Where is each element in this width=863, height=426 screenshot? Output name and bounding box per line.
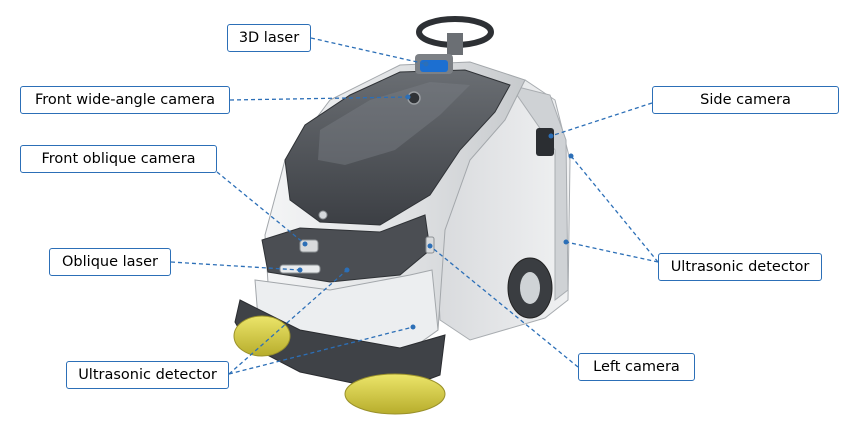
label-left-camera: Left camera xyxy=(578,353,695,381)
leader-3d-laser xyxy=(310,37,427,65)
leader-front-wide-angle-camera xyxy=(229,96,409,101)
label-oblique-laser: Oblique laser xyxy=(49,248,171,276)
front-small-sensor xyxy=(318,210,328,220)
leader-front-oblique-camera xyxy=(216,171,306,245)
leader-ultrasonic-side-1 xyxy=(570,155,659,263)
robot-top-highlight xyxy=(318,82,470,165)
leader-oblique-laser xyxy=(170,261,301,271)
rear-wheel-hub xyxy=(520,272,540,304)
leader-ultrasonic-front-2 xyxy=(228,326,414,375)
leader-side-camera xyxy=(550,102,653,137)
label-ultrasonic-detector-side: Ultrasonic detector xyxy=(658,253,822,281)
steering-column xyxy=(447,33,463,55)
leader-left-camera xyxy=(429,245,579,368)
3d-laser-lens xyxy=(420,60,448,72)
label-front-wide-angle-camera: Front wide-angle camera xyxy=(20,86,230,114)
left-brush xyxy=(233,315,291,357)
robot-top-shell xyxy=(284,69,511,226)
label-front-oblique-camera: Front oblique camera xyxy=(20,145,217,173)
label-side-camera: Side camera xyxy=(652,86,839,114)
label-ultrasonic-detector-front: Ultrasonic detector xyxy=(66,361,229,389)
side-camera-housing xyxy=(536,128,554,156)
leader-ultrasonic-side-2 xyxy=(565,241,659,263)
front-oblique-camera-lens xyxy=(299,239,319,253)
front-brush xyxy=(344,373,446,415)
label-3d-laser: 3D laser xyxy=(227,24,311,52)
leader-ultrasonic-front-1 xyxy=(228,269,348,375)
